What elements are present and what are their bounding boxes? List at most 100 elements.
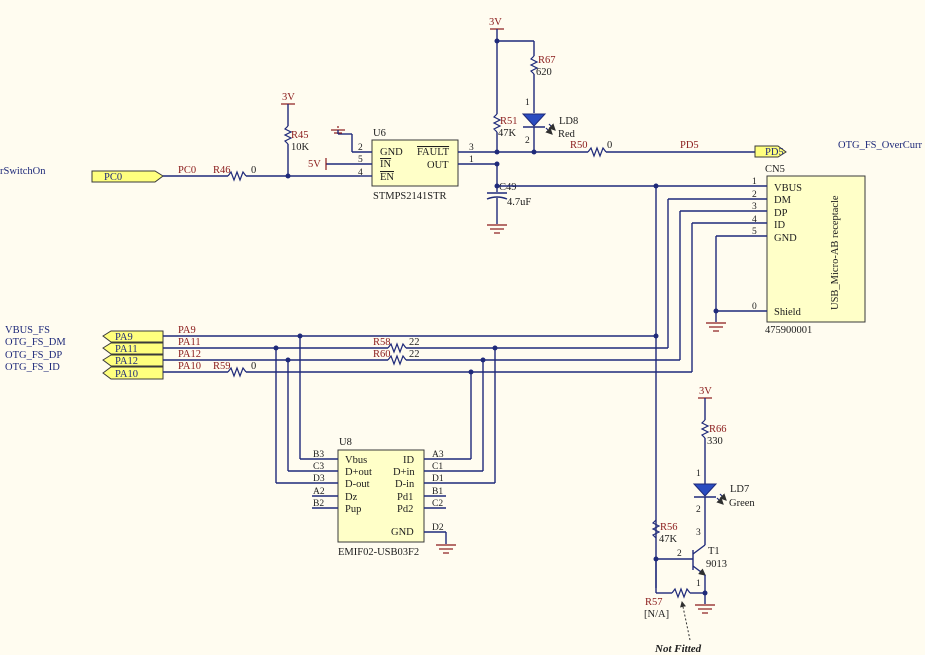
svg-text:C49: C49 [499, 182, 517, 193]
supply-3v-right: 3V [698, 386, 712, 420]
ground-u8 [436, 544, 456, 554]
svg-text:22: 22 [409, 349, 420, 360]
ic-u6: U6 GND IN EN FAULT OUT STMPS2141STR 2 5 … [358, 128, 474, 202]
port-pa10[interactable]: PA10 [102, 366, 164, 380]
svg-text:R56: R56 [660, 522, 678, 533]
resistor-r50: R50 0 [570, 140, 612, 158]
svg-text:B2: B2 [313, 499, 324, 509]
port-pa11[interactable]: PA11 [102, 342, 164, 355]
svg-text:2: 2 [358, 143, 363, 153]
svg-text:GND: GND [774, 233, 797, 244]
svg-text:9013: 9013 [706, 559, 727, 570]
svg-text:B3: B3 [313, 450, 324, 460]
svg-text:R67: R67 [538, 55, 556, 66]
svg-text:VBUS: VBUS [774, 183, 802, 194]
svg-text:C2: C2 [432, 499, 443, 509]
svg-text:A3: A3 [432, 450, 444, 460]
svg-text:PA10: PA10 [178, 361, 201, 372]
svg-text:C3: C3 [313, 462, 324, 472]
net-overcurrent: OTG_FS_OverCurr [838, 140, 922, 151]
svg-text:2: 2 [525, 136, 530, 146]
svg-text:PA9: PA9 [178, 325, 196, 336]
svg-text:GND: GND [391, 527, 414, 538]
svg-text:PA12: PA12 [115, 356, 138, 367]
svg-text:PC0: PC0 [178, 165, 196, 176]
port-pa12[interactable]: PA12 [102, 354, 164, 367]
svg-text:Red: Red [558, 129, 576, 140]
led-ld7: LD7 Green [692, 483, 755, 509]
svg-text:R46: R46 [213, 165, 231, 176]
svg-text:USB_Micro-AB receptacle: USB_Micro-AB receptacle [830, 195, 841, 310]
svg-text:2: 2 [752, 190, 757, 200]
svg-text:475900001: 475900001 [765, 325, 812, 336]
svg-text:ID: ID [403, 455, 414, 466]
svg-text:D1: D1 [432, 474, 444, 484]
svg-text:3V: 3V [489, 17, 502, 28]
svg-text:D3: D3 [313, 474, 325, 484]
svg-text:B1: B1 [432, 487, 443, 497]
svg-text:U6: U6 [373, 128, 386, 139]
svg-text:R59: R59 [213, 361, 231, 372]
resistor-r51: R51 47K [492, 113, 518, 139]
svg-text:4: 4 [358, 168, 363, 178]
svg-text:R66: R66 [709, 424, 727, 435]
resistor-r67: R67 620 [529, 55, 556, 78]
svg-text:47K: 47K [659, 534, 678, 545]
svg-text:D-out: D-out [345, 479, 370, 490]
resistor-r60: R60 22 [373, 349, 420, 366]
svg-text:R58: R58 [373, 337, 391, 348]
svg-text:OUT: OUT [427, 160, 449, 171]
net-vbus-fs: VBUS_FS [5, 325, 50, 336]
svg-text:R60: R60 [373, 349, 391, 360]
svg-text:PA10: PA10 [115, 369, 138, 380]
svg-text:1: 1 [696, 469, 701, 479]
svg-text:2: 2 [696, 505, 701, 515]
svg-text:Vbus: Vbus [345, 455, 367, 466]
led-ld8: LD8 Red [521, 113, 578, 140]
svg-text:Dz: Dz [345, 492, 358, 503]
svg-text:R45: R45 [291, 130, 309, 141]
port-pa9[interactable]: PA9 [102, 330, 164, 343]
resistor-r59: R59 0 [213, 361, 256, 378]
capacitor-c49: C49 4.7uF [486, 182, 531, 208]
resistor-r46: R46 0 [213, 165, 256, 182]
resistor-r57: R57 [N/A] [644, 587, 691, 620]
port-pd5[interactable]: PD5 [754, 145, 787, 158]
supply-3v-top: 3V [489, 17, 504, 41]
svg-text:Green: Green [729, 498, 755, 509]
net-switch-on: rSwitchOn [0, 166, 46, 177]
svg-text:C1: C1 [432, 462, 443, 472]
connector-cn5: CN5 475900001 USB_Micro-AB receptacle VB… [752, 164, 866, 336]
svg-text:EN: EN [380, 172, 394, 183]
svg-text:0: 0 [251, 165, 256, 176]
svg-text:5V: 5V [308, 159, 321, 170]
port-pc0[interactable]: PC0 [91, 170, 164, 183]
svg-text:PC0: PC0 [104, 172, 122, 183]
svg-text:LD7: LD7 [730, 484, 749, 495]
supply-3v-left: 3V [281, 92, 295, 126]
svg-text:2: 2 [677, 549, 682, 559]
svg-text:PA9: PA9 [115, 332, 133, 343]
ground-t1 [695, 604, 715, 614]
svg-text:D-in: D-in [395, 479, 415, 490]
resistor-r58: R58 22 [373, 337, 420, 354]
svg-text:CN5: CN5 [765, 164, 785, 175]
net-otg-dp: OTG_FS_DP [5, 350, 62, 361]
svg-text:1: 1 [525, 98, 530, 108]
svg-text:330: 330 [707, 436, 723, 447]
svg-text:PD5: PD5 [765, 147, 784, 158]
net-otg-id: OTG_FS_ID [5, 362, 60, 373]
svg-text:D+out: D+out [345, 467, 372, 478]
svg-text:IN: IN [380, 159, 391, 170]
svg-text:FAULT: FAULT [417, 147, 450, 158]
net-otg-dm: OTG_FS_DM [5, 337, 66, 348]
svg-text:Pd1: Pd1 [397, 492, 413, 503]
resistor-r45: R45 10K [283, 125, 310, 153]
resistor-r66: R66 330 [700, 419, 727, 447]
svg-text:3: 3 [696, 528, 701, 538]
svg-text:GND: GND [380, 147, 403, 158]
svg-text:4: 4 [752, 215, 757, 225]
svg-text:0: 0 [251, 361, 256, 372]
supply-5v: 5V [308, 158, 327, 170]
